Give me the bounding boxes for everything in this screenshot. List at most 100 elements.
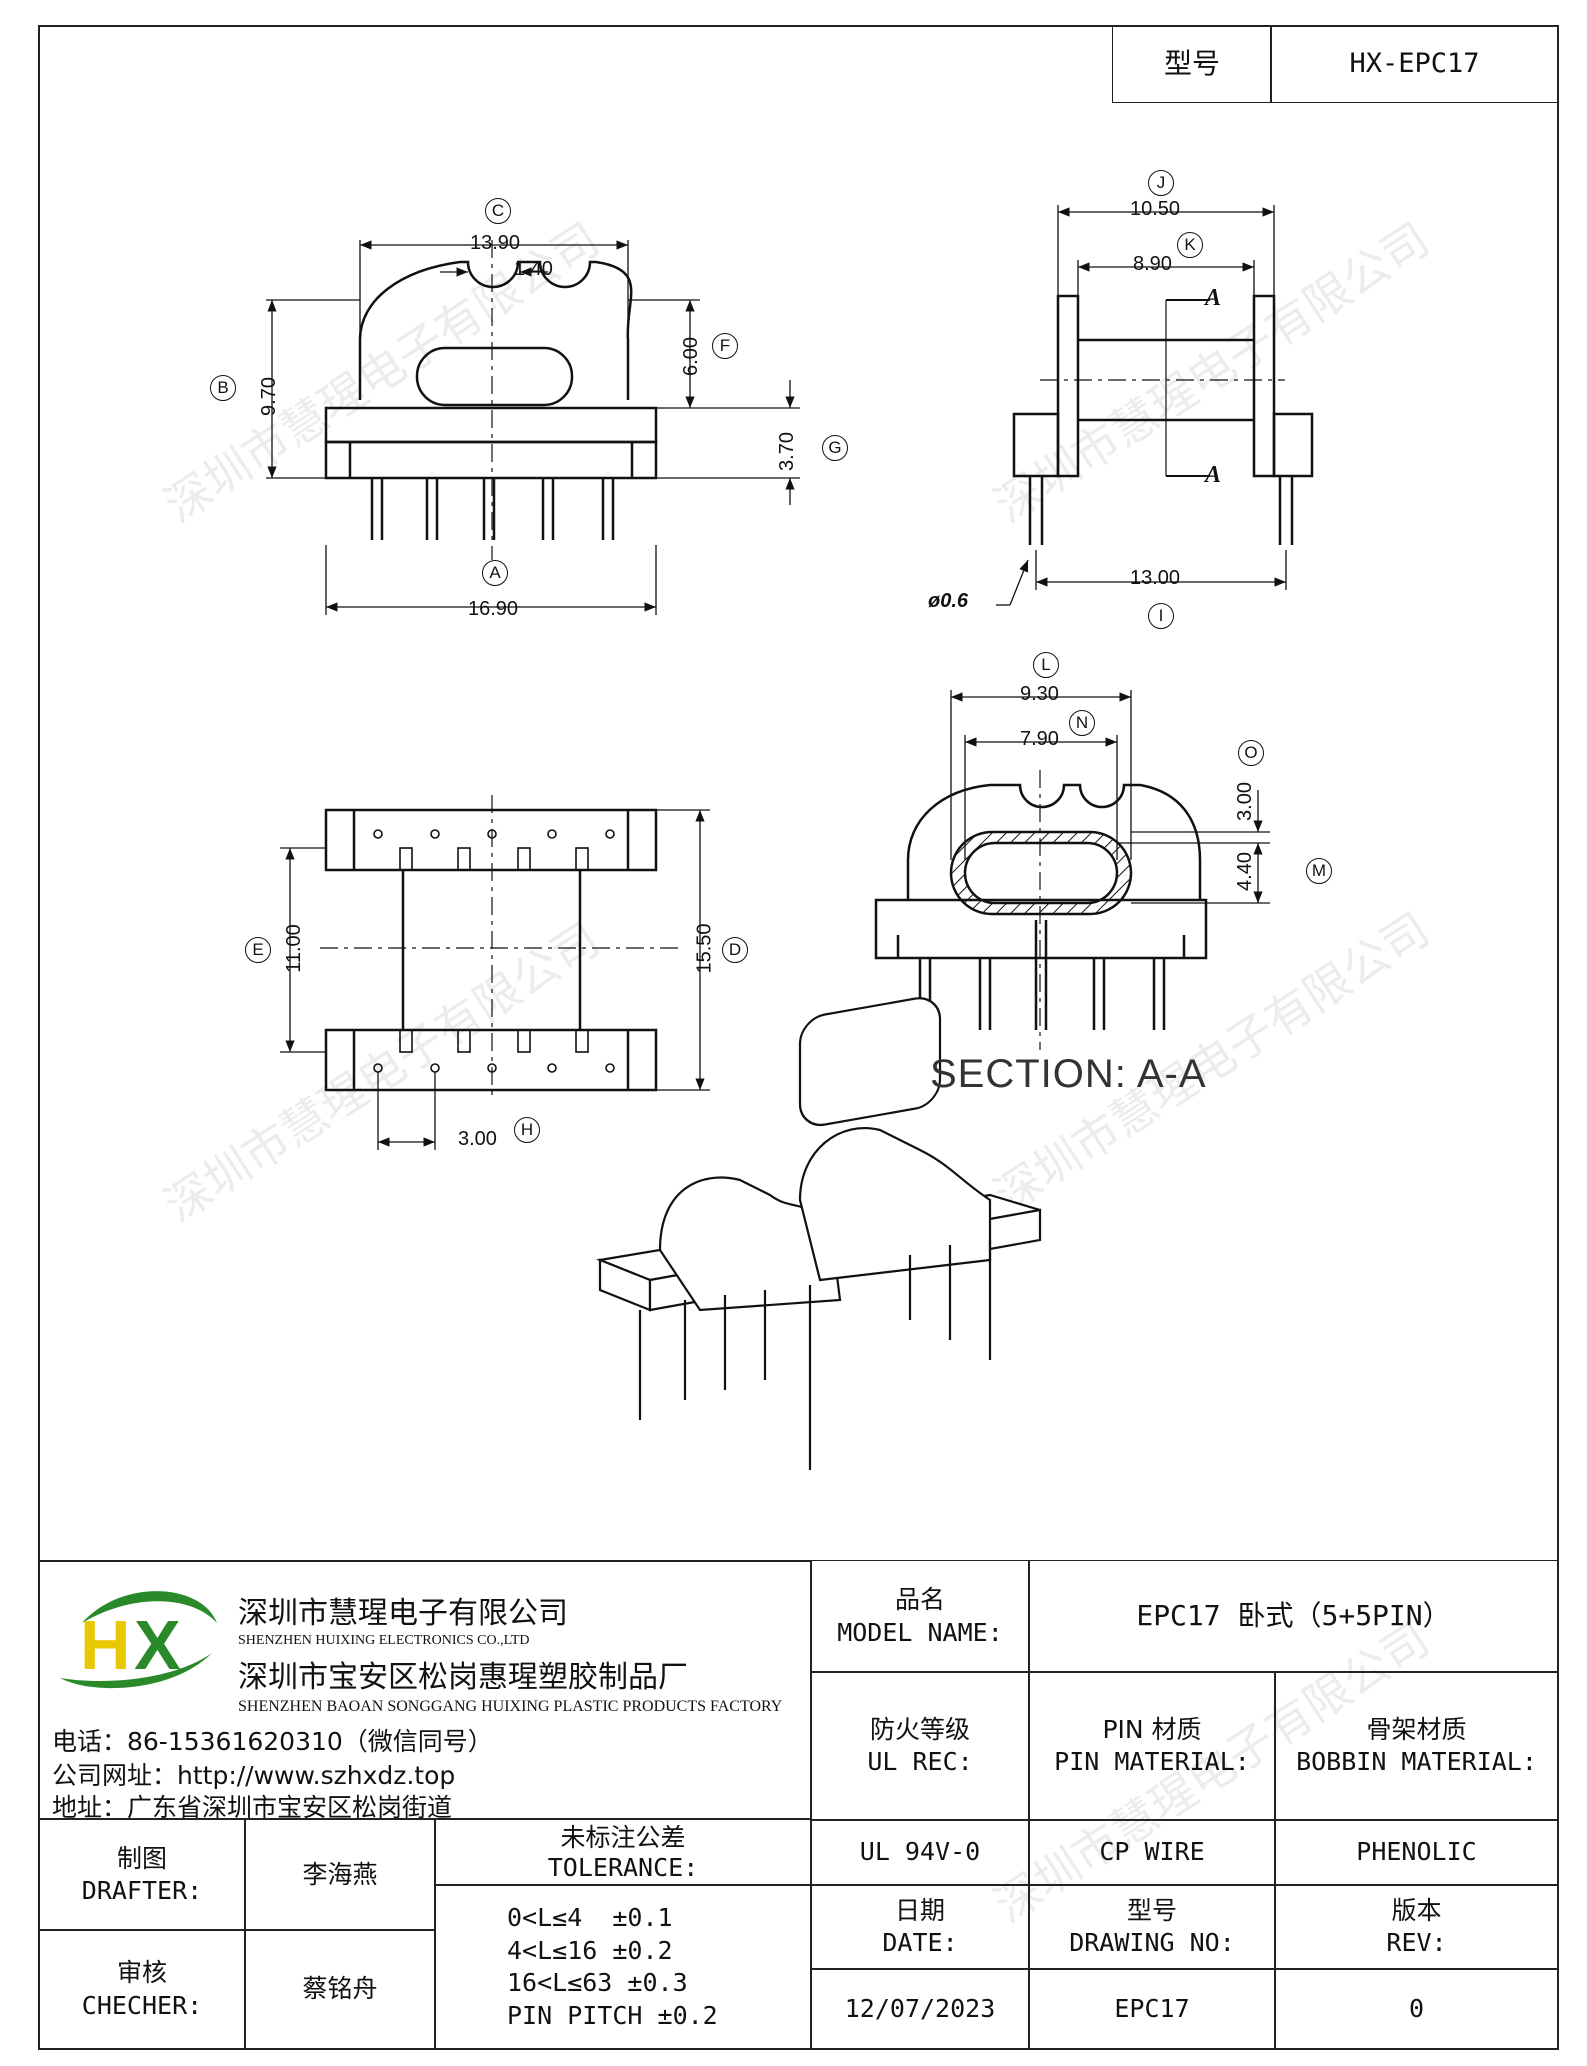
bobbin-material-en: BOBBIN MATERIAL: xyxy=(1296,1747,1537,1776)
company-name-2: 深圳市宝安区松岗惠瑆塑胶制品厂 xyxy=(238,1660,688,1695)
technical-drawing xyxy=(266,205,1314,1470)
pin-material-label-cell: PIN 材质 PIN MATERIAL: xyxy=(1028,1671,1276,1821)
label-g: G xyxy=(822,435,848,461)
model-label: 型号 xyxy=(1163,46,1220,80)
model-value-cell: HX-EPC17 xyxy=(1270,25,1559,103)
ul-value: UL 94V-0 xyxy=(859,1837,981,1867)
company-phone: 电话：86-15361620310（微信同号） xyxy=(52,1727,493,1756)
label-n: N xyxy=(1069,710,1095,736)
bobbin-value: PHENOLIC xyxy=(1356,1837,1477,1867)
section-view-dimensions xyxy=(950,690,1270,904)
label-c: C xyxy=(485,198,511,224)
company-logo: H X xyxy=(52,1583,220,1701)
bobbin-material-label-cell: 骨架材质 BOBBIN MATERIAL: xyxy=(1274,1671,1559,1821)
pin-material-cn: PIN 材质 xyxy=(1102,1714,1202,1744)
label-e: E xyxy=(245,937,271,963)
model-name-value-cell: EPC17 卧式（5+5PIN） xyxy=(1028,1560,1559,1673)
company-name-2-en: SHENZHEN BAOAN SONGGANG HUIXING PLASTIC … xyxy=(238,1698,783,1715)
checker-cn: 审核 xyxy=(116,1958,167,1987)
label-d: D xyxy=(722,937,748,963)
checker-en: CHECHER: xyxy=(81,1990,203,2020)
drafter-label-cell: 制图 DRAFTER: xyxy=(38,1819,246,1931)
dim-o: 3.00 xyxy=(1233,782,1256,821)
ul-label-en: UL REC: xyxy=(867,1747,973,1776)
company-website: 公司网址：http://www.szhxdz.top xyxy=(52,1761,456,1790)
dim-h: 3.00 xyxy=(458,1128,497,1150)
front-view-dimensions xyxy=(266,240,800,615)
rev-value: 0 xyxy=(1408,1993,1425,2023)
date-value: 12/07/2023 xyxy=(844,1993,996,2023)
drawing-no-en: DRAWING NO: xyxy=(1069,1928,1235,1957)
model-name-en: MODEL NAME: xyxy=(837,1617,1003,1647)
tolerance-line: 16<L≤63 ±0.3 xyxy=(507,1968,688,1997)
dim-l: 9.30 xyxy=(1020,683,1059,705)
side-view xyxy=(1012,294,1314,545)
label-j: J xyxy=(1148,170,1174,196)
dim-a: 16.90 xyxy=(468,598,519,620)
bobbin-value-cell: PHENOLIC xyxy=(1274,1819,1559,1886)
rev-cn: 版本 xyxy=(1391,1895,1442,1925)
date-en: DATE: xyxy=(882,1928,958,1957)
label-a: A xyxy=(482,560,508,586)
model-label-cell: 型号 xyxy=(1112,25,1272,103)
side-view-dimensions xyxy=(996,205,1287,606)
rev-label-cell: 版本 REV: xyxy=(1274,1884,1559,1970)
tolerance-line: 4<L≤16 ±0.2 xyxy=(507,1935,673,1965)
label-h: H xyxy=(514,1117,540,1143)
model-name-label-cell: 品名 MODEL NAME: xyxy=(810,1560,1030,1673)
drawing-no-cn: 型号 xyxy=(1126,1895,1177,1925)
date-label-cell: 日期 DATE: xyxy=(810,1884,1030,1970)
ul-label-cell: 防火等级 UL REC: xyxy=(810,1671,1030,1821)
ul-label-cn: 防火等级 xyxy=(869,1714,970,1744)
section-marker-bottom: A xyxy=(1205,462,1222,488)
ul-value-cell: UL 94V-0 xyxy=(810,1819,1030,1886)
tolerance-line: PIN PITCH ±0.2 xyxy=(507,2000,718,2030)
date-value-cell: 12/07/2023 xyxy=(810,1968,1030,2050)
drafter-cn: 制图 xyxy=(116,1843,167,1873)
label-m: M xyxy=(1306,858,1332,884)
model-value: HX-EPC17 xyxy=(1349,48,1480,80)
drawing-no-value-cell: EPC17 xyxy=(1028,1968,1276,2050)
dim-c: 13.90 xyxy=(470,232,521,254)
dim-k: 8.90 xyxy=(1133,253,1172,275)
label-i: I xyxy=(1148,603,1174,629)
tolerance-values-cell: 0<L≤4 ±0.1 4<L≤16 ±0.2 16<L≤63 ±0.3 PIN … xyxy=(434,1884,812,2050)
label-l: L xyxy=(1033,652,1059,678)
rev-value-cell: 0 xyxy=(1274,1968,1559,2050)
model-name-value: EPC17 卧式（5+5PIN） xyxy=(1136,1599,1451,1633)
section-marker-top: A xyxy=(1205,285,1222,311)
tolerance-label-cell: 未标注公差 TOLERANCE: xyxy=(434,1819,812,1886)
dim-g: 3.70 xyxy=(775,432,798,471)
logo-x-letter: X xyxy=(134,1606,181,1684)
drafter-en: DRAFTER: xyxy=(81,1876,203,1905)
label-f: F xyxy=(712,333,738,359)
bottom-view xyxy=(320,795,680,1100)
bottom-view-dimensions xyxy=(280,809,710,1150)
dim-b: 9.70 xyxy=(257,377,280,416)
label-o: O xyxy=(1238,740,1264,766)
drawing-no-label-cell: 型号 DRAWING NO: xyxy=(1028,1884,1276,1970)
pin-value-cell: CP WIRE xyxy=(1028,1819,1276,1886)
dim-pin-dia: ø0.6 xyxy=(928,590,969,612)
tolerance-line: 0<L≤4 ±0.1 xyxy=(507,1903,673,1932)
company-address: 地址：广东省深圳市宝安区松岗街道 xyxy=(52,1793,453,1822)
isometric-view xyxy=(595,997,1042,1470)
dim-i: 13.00 xyxy=(1130,567,1181,589)
tolerance-en: TOLERANCE: xyxy=(547,1852,699,1882)
label-k: K xyxy=(1177,232,1203,258)
bobbin-material-cn: 骨架材质 xyxy=(1366,1714,1467,1744)
dim-e: 11.00 xyxy=(282,924,305,973)
date-cn: 日期 xyxy=(894,1895,945,1925)
company-name-1: 深圳市慧瑆电子有限公司 xyxy=(238,1596,568,1631)
section-view xyxy=(874,770,1208,1050)
pin-value: CP WIRE xyxy=(1099,1837,1205,1867)
company-name-1-en: SHENZHEN HUIXING ELECTRONICS CO.,LTD xyxy=(238,1633,530,1648)
pin-material-en: PIN MATERIAL: xyxy=(1054,1747,1250,1776)
drafter-name-cell: 李海燕 xyxy=(244,1819,436,1931)
dim-j: 10.50 xyxy=(1130,198,1181,220)
drawing-no-value: EPC17 xyxy=(1114,1993,1190,2023)
dim-slot: 1.40 xyxy=(514,258,553,280)
label-b: B xyxy=(210,375,236,401)
checker-name-cell: 蔡铭舟 xyxy=(244,1929,436,2050)
front-view xyxy=(324,240,658,560)
